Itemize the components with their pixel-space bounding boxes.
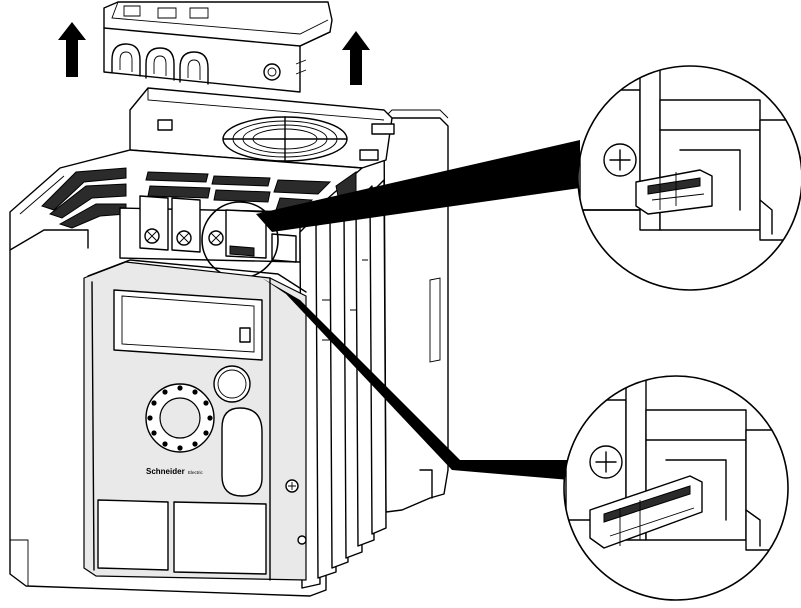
brand-logo: Schneider Electric xyxy=(146,467,204,476)
detail-view-bottom xyxy=(563,375,789,601)
callout-band-top xyxy=(256,140,580,232)
detail-view-top xyxy=(577,65,801,291)
lift-arrow-left-icon xyxy=(58,22,86,77)
lift-arrow-right-icon xyxy=(342,31,370,85)
terminal-cover xyxy=(103,1,333,93)
vent-grille xyxy=(41,167,357,229)
navigation-dial-icon[interactable] xyxy=(145,383,215,453)
callout-band-bottom xyxy=(262,278,570,480)
display-window xyxy=(113,289,263,361)
brand-suffix: Electric xyxy=(188,470,204,475)
brand-label: Schneider xyxy=(146,467,185,476)
fan-icon xyxy=(222,116,348,162)
